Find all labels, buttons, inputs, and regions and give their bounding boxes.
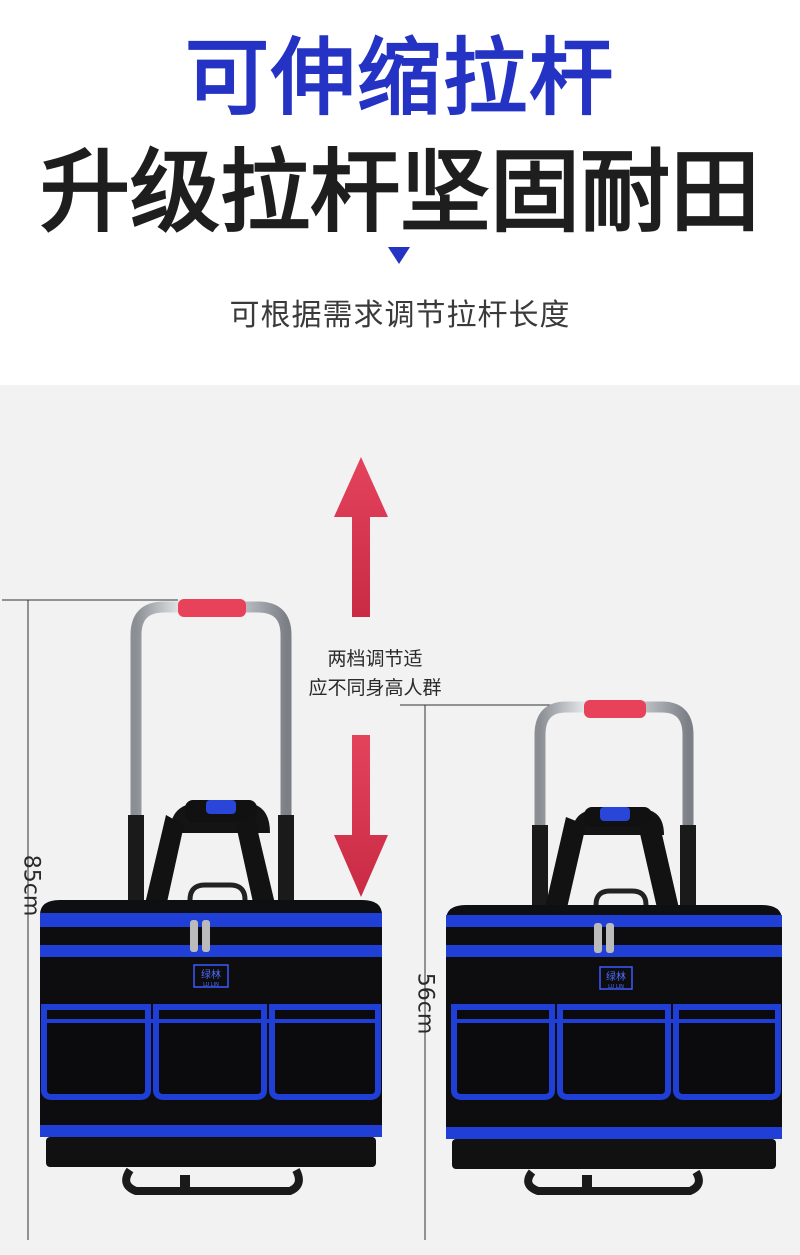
tool-bag-retracted: 绿林 LU LIN <box>446 700 782 1195</box>
handle-grip-pink <box>584 700 646 718</box>
arrow-up-icon <box>334 457 388 617</box>
dimension-guide-tall <box>2 599 178 1240</box>
note-line-1: 两档调节适 <box>327 648 423 670</box>
handle-grip-pink <box>178 599 246 617</box>
adjustment-note: 两档调节适 应不同身高人群 <box>290 645 460 703</box>
brand-logo: 绿林 <box>201 968 221 981</box>
product-illustration: 绿林 LU LIN <box>2 457 782 1240</box>
arrow-down-icon <box>334 735 388 897</box>
triangle-down-icon <box>388 247 410 264</box>
headline-caption: 可根据需求调节拉杆长度 <box>229 298 571 333</box>
brand-logo: 绿林 <box>606 970 626 983</box>
svg-text:LU LIN: LU LIN <box>203 982 219 988</box>
dimension-label-short: 56cm <box>412 972 438 1035</box>
headline-primary: 可伸缩拉杆 <box>184 29 615 127</box>
product-stage: 绿林 LU LIN <box>0 385 800 1255</box>
dimension-label-tall: 85cm <box>18 854 44 917</box>
svg-text:LU LIN: LU LIN <box>608 984 624 990</box>
note-line-2: 应不同身高人群 <box>308 677 442 699</box>
headline-secondary: 升级拉杆坚固耐田 <box>40 140 760 245</box>
tool-bag-extended: 绿林 LU LIN <box>40 599 382 1195</box>
header-section: 可伸缩拉杆 升级拉杆坚固耐田 可根据需求调节拉杆长度 <box>0 0 800 385</box>
